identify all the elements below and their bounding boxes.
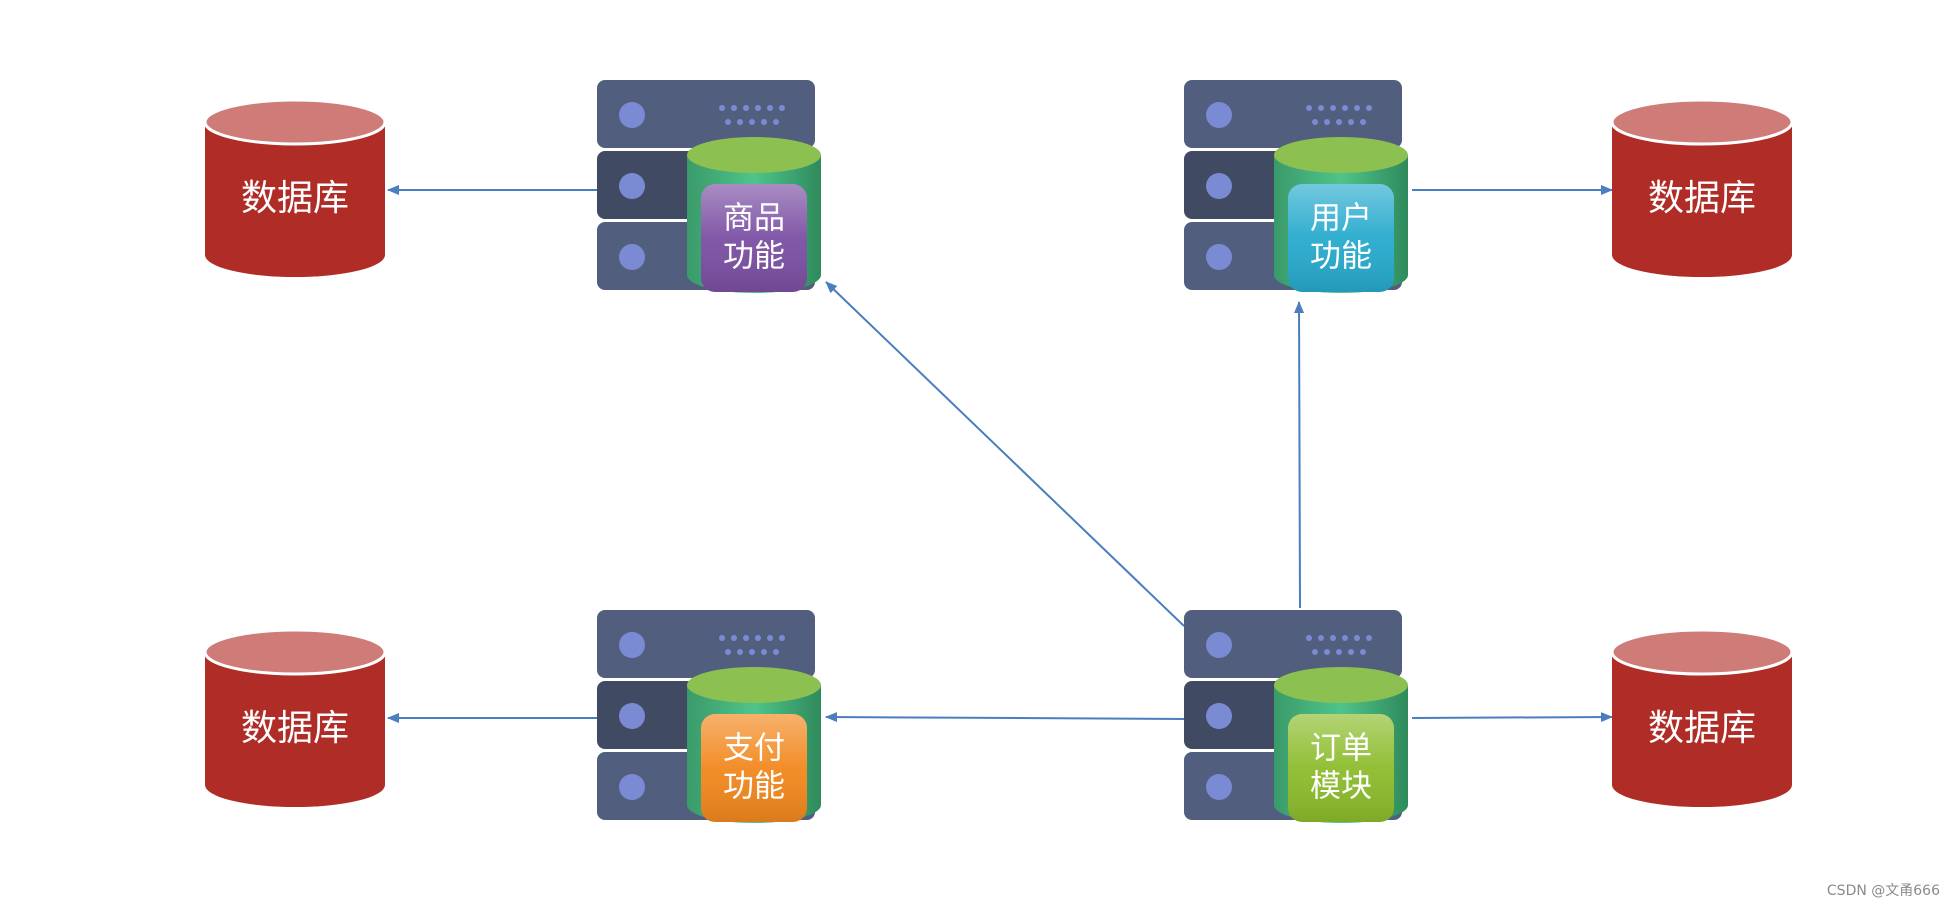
service-node-order: 订单 模块 — [1184, 610, 1408, 823]
watermark: CSDN @文甬666 — [1826, 883, 1940, 899]
service-badge: 用户 功能 — [1288, 184, 1394, 292]
service-node-product: 商品 功能 — [597, 80, 821, 293]
service-node-payment: 支付 功能 — [597, 610, 821, 823]
service-label-line2: 功能 — [723, 239, 785, 275]
service-label-line2: 功能 — [1310, 239, 1372, 275]
service-label-line2: 模块 — [1310, 769, 1372, 805]
arrow-order-to-db — [1411, 712, 1613, 723]
database-label: 数据库 — [1648, 178, 1756, 219]
service-badge: 商品 功能 — [701, 184, 807, 292]
service-label-line2: 功能 — [723, 769, 785, 805]
service-label-line1: 商品 — [723, 201, 785, 237]
connections — [387, 185, 1613, 723]
database-bottom-right: 数据库 — [1610, 628, 1794, 807]
database-top-left: 数据库 — [203, 98, 387, 277]
database-bottom-left: 数据库 — [203, 628, 387, 807]
arrow-order-to-payment — [825, 712, 1187, 723]
database-label: 数据库 — [241, 708, 349, 749]
arrow-order-to-user — [1294, 301, 1305, 609]
database-top-right: 数据库 — [1610, 98, 1794, 277]
service-label-line1: 支付 — [723, 731, 785, 767]
service-node-user: 用户 功能 — [1184, 80, 1408, 293]
service-label-line1: 用户 — [1310, 201, 1372, 237]
service-label-line1: 订单 — [1310, 731, 1372, 767]
service-badge: 订单 模块 — [1288, 714, 1394, 822]
database-label: 数据库 — [241, 178, 349, 219]
database-label: 数据库 — [1648, 708, 1756, 749]
arrow-order-to-product — [825, 281, 1185, 627]
service-badge: 支付 功能 — [701, 714, 807, 822]
